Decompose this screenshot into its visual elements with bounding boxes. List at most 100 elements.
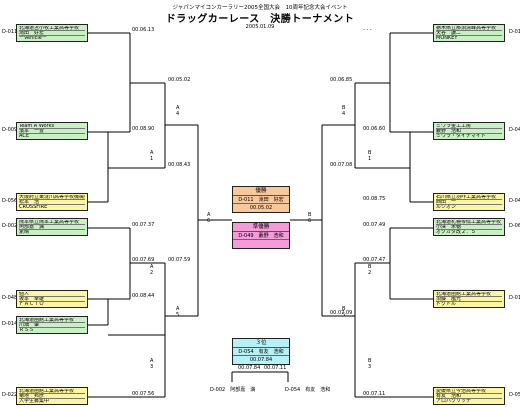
entry-car: MONKEY [436,36,458,42]
time-label: 00.05.02 [168,77,191,83]
page-title: ドラッグカーレース 決勝トーナメント [165,14,355,25]
match-label: A 4 [176,105,180,117]
winner-box: 優勝 D-011 滝田 好宏 00.05.02 [232,186,290,213]
time-label: - - - [363,27,372,33]
entry-school: 北海道苫小牧工業高等学校 [19,26,85,32]
entry-id: D-054 [509,392,520,398]
third-place-box: ３位 D-054 有友 浩和 00.07.84 [232,338,290,365]
entry-school: 北海道函館工業高等学校 [19,318,85,324]
third-place-name: D-054 有友 浩和 [233,348,289,356]
time-label: 00.08.90 [132,126,155,132]
entry-id: D-009 [2,127,18,133]
match-label: A 3 [150,358,154,370]
entry-school: 石川県立羽咋工業高等学校 [436,195,502,201]
entry-driver: 阿部嘉 満 [19,225,85,231]
entry-card: 北海道函館工業高等学校 川畑 肇 ＲＳＳ [16,316,88,334]
time-label: 00.08.44 [132,293,155,299]
entry-car: 入学生募集中 [19,399,50,405]
entry-card: 石川県立羽咋工業高等学校 西田 一 ルシオン [433,193,505,211]
match-label: A 2 [150,264,154,276]
match-label: B 6 [308,212,312,224]
entry-id: D-056 [2,198,18,204]
runner-up-name: D-049 藪野 浩和 [233,232,289,240]
entry-car: ACE [19,134,29,140]
time-label: 00.07.69 [132,257,155,263]
time-label: 00.07.56 [132,391,155,397]
entry-card: 北海道函館工業高等学校 菊地 邦彦 入学生募集中 [16,387,88,405]
third-place-title: ３位 [233,339,289,348]
match-label: B 5 [342,306,346,318]
entry-id: D-022 [2,392,18,398]
entry-car: オクカタ改２．５ [436,230,476,236]
entry-id: D-049 [509,127,520,133]
entry-driver: 天谷 謙二 [436,31,502,37]
time-label: 00.07.37 [132,222,155,228]
time-label: 00.07.59 [168,257,191,263]
time-label: 00.06.60 [363,126,386,132]
entry-card: 熊本県立熊本工業高等学校 阿部嘉 満 素晴 [16,218,88,236]
entry-school: ミウラ金工工房 [436,124,502,130]
time-label: 00.06.85 [330,77,353,83]
entry-school: 熊本県立熊本工業高等学校 [19,220,85,226]
entry-card: 栃木県立那須清峰高等学校 天谷 謙二 MONKEY [433,24,505,42]
entry-id: D-011 [2,29,18,35]
winner-name: D-011 滝田 好宏 [233,196,289,204]
entry-school: 北海道函館工業高等学校 [19,389,85,395]
match-label: B 1 [368,150,372,162]
entry-card: 北海道苫小牧工業高等学校 滝田 好宏 ーVehicleー [16,24,88,42]
entry-card: 大阪府立東淀川高等学校機械科 松本 浩 CROSSFIRE [16,193,88,211]
time-label: 00.07.11 [363,391,386,397]
event-subtitle: ジャパンマイコンカーラリー2005全国大会 10周年記念大会イベント [172,5,348,11]
entry-driver: 松本 浩 [19,200,85,206]
time-label: 00.07.09 [330,310,353,316]
entry-car: ルシオン [436,205,457,211]
third-place-right-name: D-054 有友 浩和 [285,387,331,393]
time-label: 00.08.43 [168,162,191,168]
match-label: B 3 [368,358,372,370]
entry-car: アロハクリッチ [436,399,472,405]
entry-driver: 藪野 浩和 [436,129,502,135]
runner-up-box: 準優勝 D-049 藪野 浩和 [232,222,290,249]
entry-car: ミウラ・ダイナマイト [436,134,486,140]
match-label: B 2 [368,264,372,276]
match-label: A 5 [176,306,180,318]
entry-id: D-013 [509,295,520,301]
entry-id: D-014 [2,321,18,327]
entry-card: Team A Works 濱本 一豊 ACE [16,122,88,140]
winner-title: 優勝 [233,187,289,196]
entry-driver: 須藤 嵐光 [436,297,502,303]
entry-driver: 川畑 肇 [19,323,85,329]
entry-car: 素晴 [19,230,30,236]
entry-card: ミウラ金工工房 藪野 浩和 ミウラ・ダイナマイト [433,122,505,140]
entry-driver: 坂本 幸雄 [19,297,85,303]
time-label: 00.07.08 [330,162,353,168]
time-label: 00.07.49 [363,222,386,228]
entry-school: 栃木県立那須清峰高等学校 [436,26,502,32]
entry-card: 北海道函館工業高等学校 須藤 嵐光 ドクトル [433,290,505,308]
entry-driver: 菊地 邦彦 [19,394,85,400]
match-label: A 1 [150,150,154,162]
entry-id: D-041 [509,198,520,204]
time-label: 00.07.11 [264,365,287,371]
runner-up-title: 準優勝 [233,223,289,232]
entry-card: 愛媛県立今治高等学校 有友 浩和 アロハクリッチ [433,387,505,405]
entry-id: D-016 [509,29,520,35]
entry-school: 愛媛県立今治高等学校 [436,389,502,395]
third-place-time: 00.07.84 [249,357,273,363]
entry-car: ーVehicleー [19,36,47,42]
entry-driver: 濱本 一豊 [19,129,85,135]
entry-driver: 滝田 好宏 [19,31,85,37]
match-label: B 4 [342,105,346,117]
entry-school: Team A Works [19,124,85,130]
entry-driver: 小澤 禾穂 [436,225,502,231]
entry-school: 大阪府立東淀川高等学校機械科 [19,195,85,201]
entry-driver: 有友 浩和 [436,394,502,400]
winner-time: 00.05.02 [249,205,273,211]
event-date: 2005.01.09 [245,24,275,30]
entry-car: ＲＳＳ [19,328,35,334]
entry-car: ドクトル [436,302,457,308]
entry-id: D-002 [2,223,18,229]
time-label: 00.07.47 [363,257,386,263]
entry-id: D-048 [2,295,18,301]
